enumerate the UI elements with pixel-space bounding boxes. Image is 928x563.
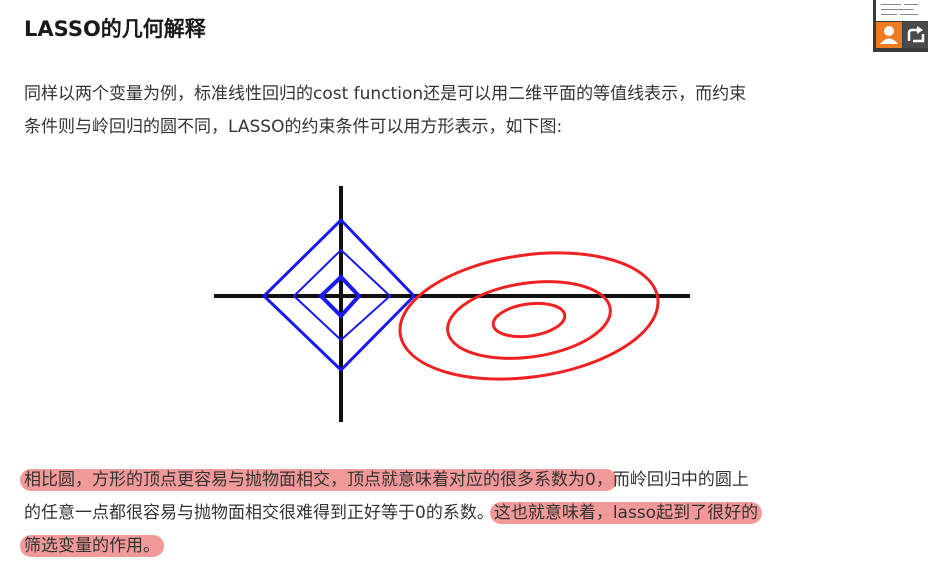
user-icon [880,26,898,44]
diamond-middle [292,248,392,342]
conclusion-line-2: 的任意一点都很容易与抛物面相交很难得到正好等于0的系数。这也就意味着，lasso… [24,497,904,530]
contour-inner [491,301,567,339]
diamond-inner [318,274,362,319]
diamond-outer [261,217,417,373]
intro-paragraph: 同样以两个变量为例，标准线性回归的cost function还是可以用二维平面的… [24,78,904,144]
conclusion-line-3: 筛选变量的作用。 [20,530,904,563]
share-button[interactable] [903,22,928,48]
lasso-geometry-figure [200,176,700,436]
highlight-feature-selection: 筛选变量的作用。 [20,535,164,557]
floating-toolbar [873,0,928,52]
share-icon [907,26,925,43]
intro-line-2: 条件则与岭回归的圆不同，LASSO的约束条件可以用方形表示，如下图: [24,117,563,137]
thumbnail-preview [876,0,928,21]
highlight-lasso-sentence: 这也就意味着，lasso起到了很好的 [489,502,763,524]
contour-middle [446,280,612,360]
section-title: LASSO的几何解释 [24,17,206,41]
conclusion-text-2: 的任意一点都很容易与抛物面相交很难得到正好等于0的系数。 [24,503,494,523]
axes [214,186,690,422]
user-button[interactable] [876,22,902,48]
lasso-geometry-diagram [214,186,690,422]
intro-line-1: 同样以两个变量为例，标准线性回归的cost function还是可以用二维平面的… [24,84,747,104]
conclusion-text-1: 而岭回归中的圆上 [612,470,749,490]
contour-outer [398,251,660,381]
cost-contours [398,251,660,381]
conclusion-line-1: 相比圆，方形的顶点更容易与抛物面相交，顶点就意味着对应的很多系数为0，而岭回归中… [20,464,904,497]
highlight-vertex-sentence: 相比圆，方形的顶点更容易与抛物面相交，顶点就意味着对应的很多系数为0， [20,469,617,491]
conclusion-paragraph: 相比圆，方形的顶点更容易与抛物面相交，顶点就意味着对应的很多系数为0，而岭回归中… [20,464,904,563]
constraint-diamonds [261,217,417,373]
